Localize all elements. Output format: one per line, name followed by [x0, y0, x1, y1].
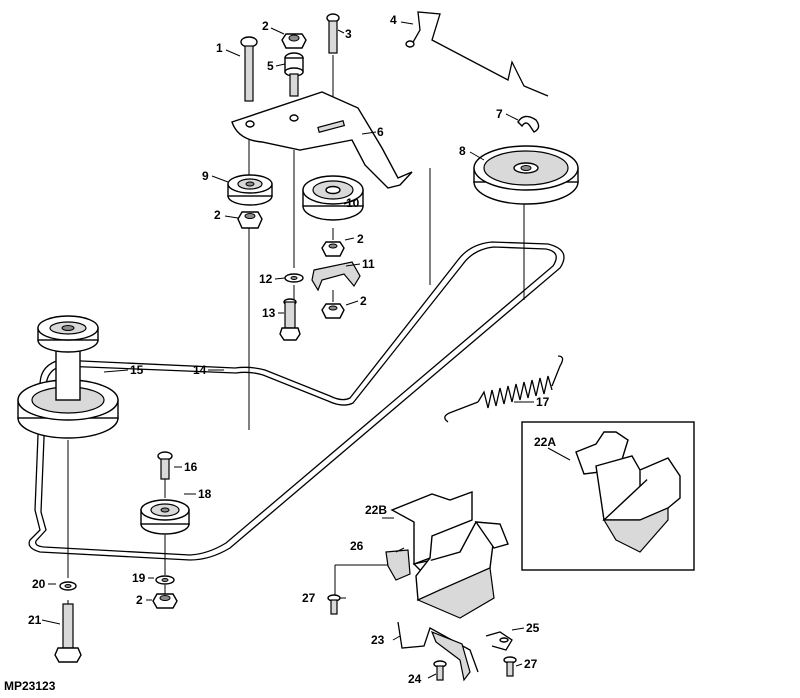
- figure-code: MP23123: [4, 679, 56, 693]
- callout-27: 27: [524, 657, 538, 671]
- retaining-clip: [517, 115, 540, 133]
- lock-nut: [152, 593, 178, 609]
- callout-6: 6: [377, 125, 384, 139]
- callout-9: 9: [202, 169, 209, 183]
- linkage-rod-23: [397, 621, 479, 682]
- callout-25: 25: [526, 621, 540, 635]
- drive-pulley-large: [473, 145, 579, 205]
- carriage-bolt: [240, 36, 258, 102]
- callout-1: 1: [216, 41, 223, 55]
- self-tapping-screw: [433, 660, 447, 681]
- callout-8: 8: [459, 144, 466, 158]
- deck-drive-pulley: [17, 315, 119, 439]
- cap-screw: [326, 13, 340, 54]
- guide-bracket-26: [385, 549, 411, 581]
- control-rod: [405, 11, 549, 97]
- callout-15: 15: [130, 363, 144, 377]
- lock-nut: [321, 303, 345, 319]
- inset-panel: [521, 421, 695, 571]
- lock-nut: [321, 241, 345, 257]
- callout-24: 24: [408, 672, 422, 686]
- washer-20: [59, 581, 77, 591]
- callout-22b: 22B: [365, 503, 387, 517]
- callout-labels: 1 2 3 4 5 6 7 8 9 2 10 2 11 12 2 13 14 1…: [4, 13, 556, 693]
- callout-7: 7: [496, 107, 503, 121]
- idler-bracket: [231, 91, 413, 189]
- washer-19: [155, 575, 175, 585]
- cap-screw-21: [54, 603, 82, 663]
- self-tapping-screw: [327, 594, 341, 615]
- callout-3: 3: [345, 27, 352, 41]
- lock-nut: [237, 211, 263, 229]
- self-tapping-screw: [503, 656, 517, 677]
- flat-washer: [284, 273, 304, 283]
- spring-clip-25: [485, 631, 513, 651]
- callout-23: 23: [371, 633, 385, 647]
- idler-pulley-flat: [227, 174, 273, 206]
- callout-27: 27: [302, 591, 316, 605]
- callout-12: 12: [259, 272, 273, 286]
- idler-pulley-v: [302, 175, 364, 221]
- shoulder-bolt-13: [279, 298, 301, 341]
- callout-5: 5: [267, 59, 274, 73]
- callout-2: 2: [136, 593, 143, 607]
- drive-belt: [28, 241, 565, 561]
- callout-19: 19: [132, 571, 146, 585]
- leader-lines: [41, 21, 571, 679]
- callout-11: 11: [362, 257, 375, 271]
- callout-13: 13: [262, 306, 276, 320]
- lock-nut: [281, 33, 307, 49]
- callout-2: 2: [360, 294, 367, 308]
- callout-16: 16: [184, 460, 198, 474]
- carriage-bolt-16: [157, 451, 173, 480]
- mount-bracket-22b: [390, 491, 509, 619]
- idler-pulley-18: [140, 499, 190, 535]
- callout-22a: 22A: [534, 435, 556, 449]
- callout-20: 20: [32, 577, 46, 591]
- pivot-bracket: [311, 261, 361, 292]
- callout-18: 18: [198, 487, 212, 501]
- callout-4: 4: [390, 13, 397, 27]
- callout-2: 2: [262, 19, 269, 33]
- shoulder-bolt: [284, 52, 304, 97]
- callout-14: 14: [193, 363, 207, 377]
- callout-10: 10: [346, 196, 360, 210]
- callout-2: 2: [357, 232, 364, 246]
- tension-spring: [444, 355, 564, 423]
- callout-21: 21: [28, 613, 42, 627]
- callout-2: 2: [214, 208, 221, 222]
- callout-26: 26: [350, 539, 364, 553]
- callout-17: 17: [536, 395, 550, 409]
